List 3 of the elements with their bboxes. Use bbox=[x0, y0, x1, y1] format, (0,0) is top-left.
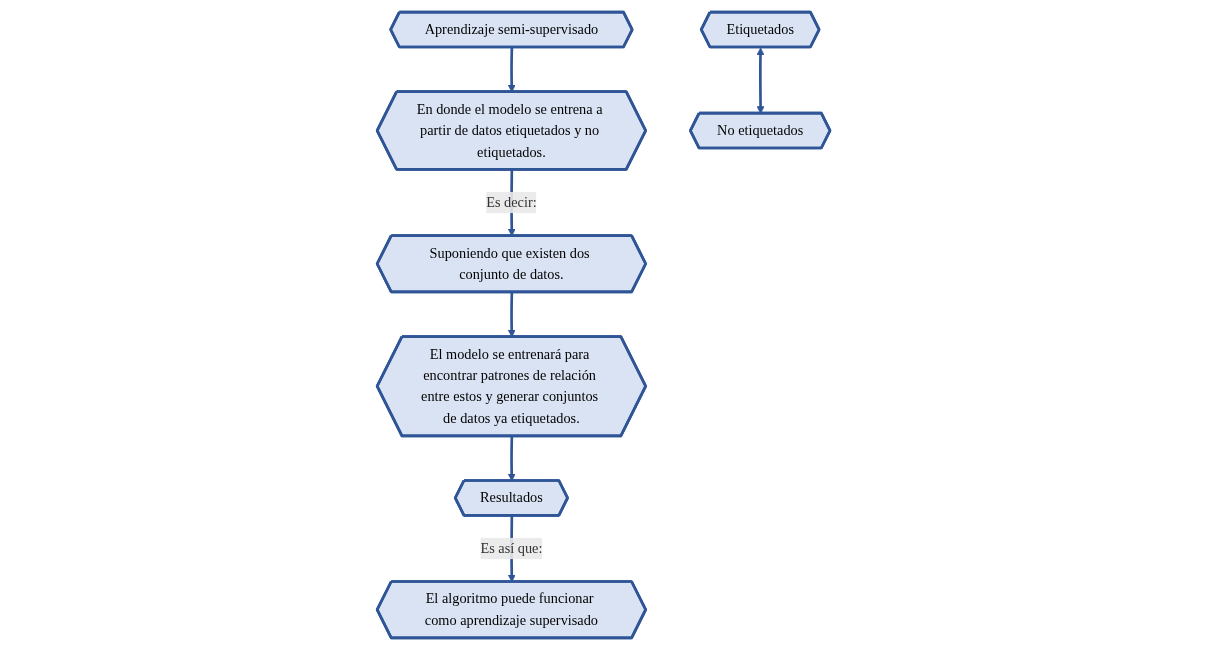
arrow bbox=[756, 47, 765, 114]
edge-label: Es así que: bbox=[480, 540, 543, 556]
edge-label: Es decir: bbox=[486, 194, 538, 210]
